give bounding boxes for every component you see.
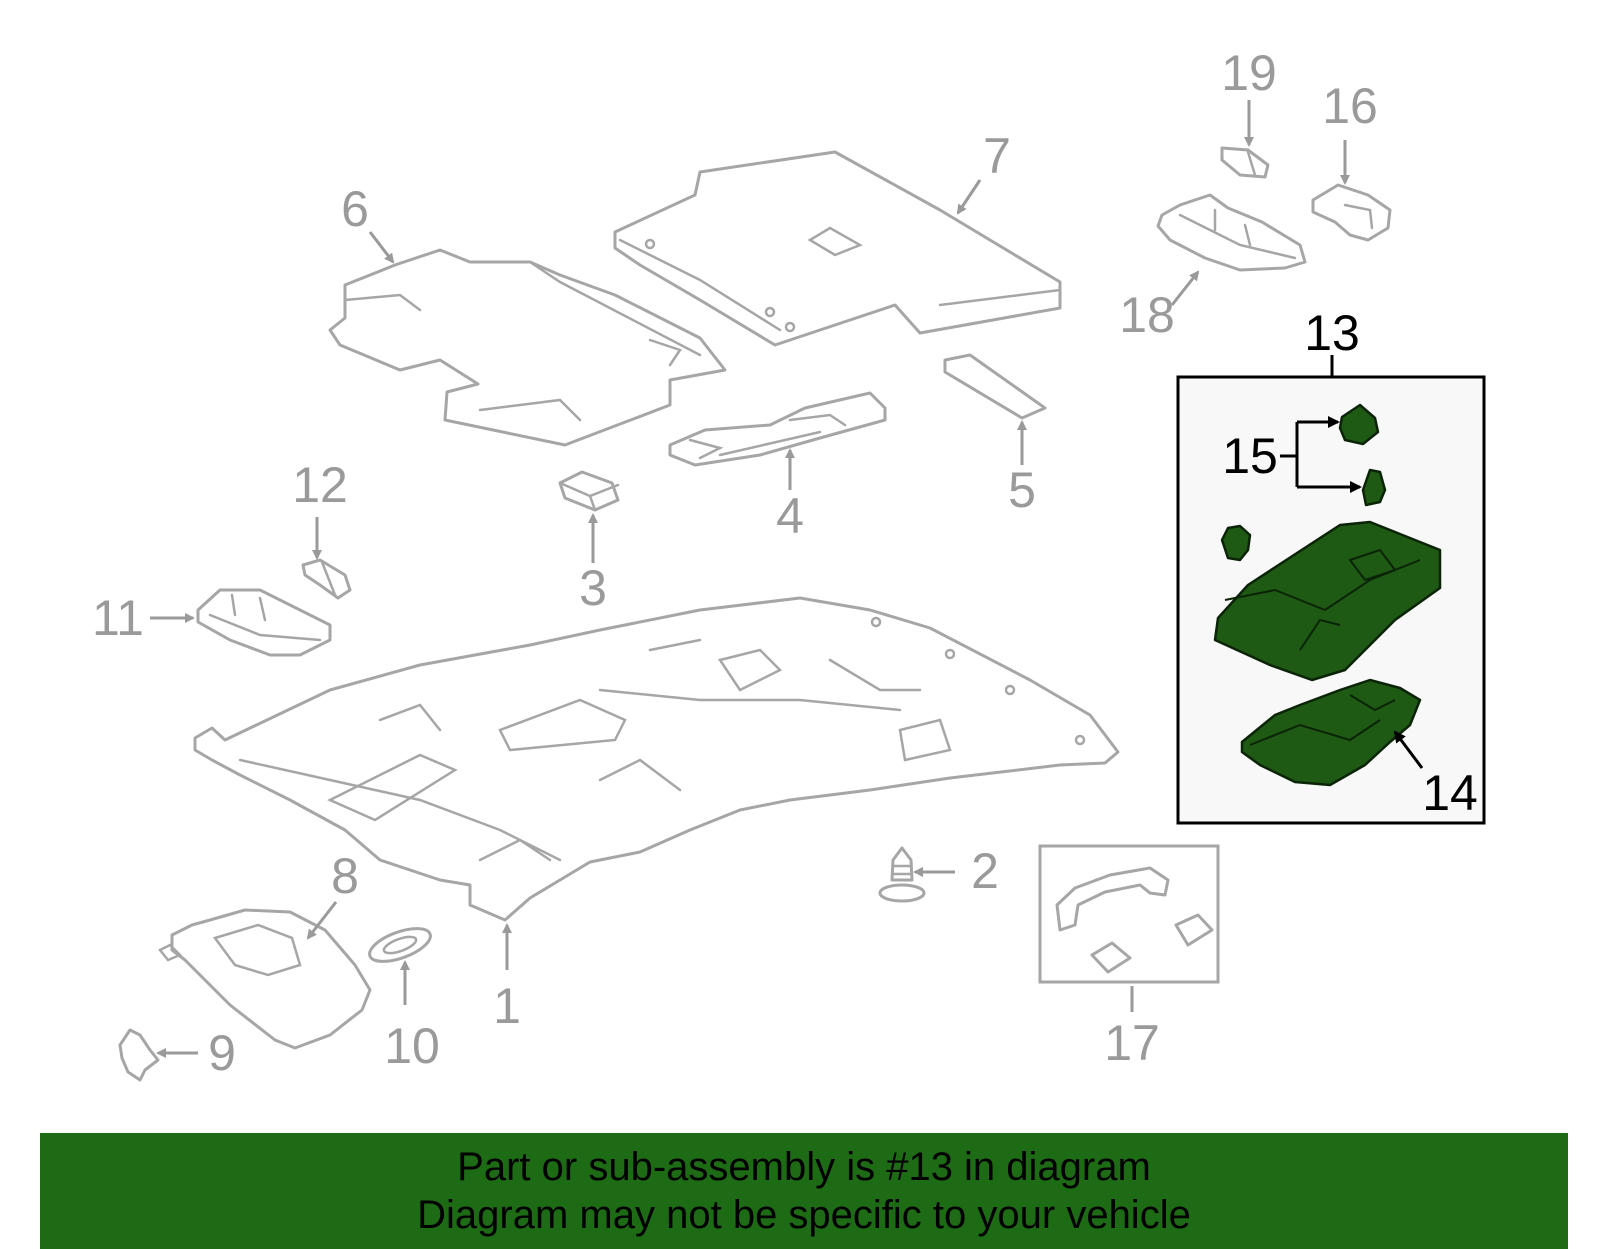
leader-lines — [150, 100, 1350, 1058]
lamp-housing-part-18 — [1156, 193, 1307, 272]
headliner-part-1 — [193, 596, 1120, 922]
callout-3: 3 — [579, 560, 607, 616]
callout-numbers: 1 2 3 4 5 6 7 8 9 10 11 12 13 14 15 16 1… — [92, 45, 1478, 1081]
holder-part-9 — [118, 1028, 160, 1082]
callout-10: 10 — [384, 1018, 440, 1074]
banner-line-2: Diagram may not be specific to your vehi… — [417, 1193, 1191, 1237]
callout-12: 12 — [292, 457, 348, 513]
sub-assembly-box-13 — [1176, 375, 1486, 825]
callout-5: 5 — [1008, 462, 1036, 518]
callout-7: 7 — [983, 128, 1011, 184]
mount-part-10 — [368, 927, 432, 963]
bulb-part-12 — [301, 558, 352, 600]
sun-visor-part-8 — [158, 908, 372, 1050]
callout-18: 18 — [1119, 287, 1175, 343]
callout-19: 19 — [1221, 45, 1277, 101]
callout-11: 11 — [92, 590, 144, 646]
block-part-3 — [558, 470, 620, 512]
callout-17: 17 — [1104, 1015, 1160, 1071]
bracket-part-4 — [668, 391, 887, 467]
roof-panel-part-6 — [328, 248, 727, 447]
clip-part-2 — [878, 846, 926, 903]
parts-diagram: 1 2 3 4 5 6 7 8 9 10 11 12 13 14 15 16 1… — [92, 45, 1486, 1082]
callout-14: 14 — [1422, 765, 1478, 821]
callout-2: 2 — [971, 843, 999, 899]
callout-1: 1 — [493, 978, 521, 1034]
banner-line-1: Part or sub-assembly is #13 in diagram — [457, 1145, 1151, 1189]
connector-part-16 — [1311, 183, 1392, 242]
assist-grip-kit-part-17 — [1038, 844, 1220, 984]
roof-panel-part-7 — [613, 150, 1062, 347]
strip-part-5 — [943, 353, 1047, 420]
assembly-leader-lines — [1280, 355, 1424, 769]
callout-13: 13 — [1304, 305, 1360, 361]
callout-8: 8 — [331, 848, 359, 904]
callout-6: 6 — [341, 181, 369, 237]
callout-4: 4 — [776, 488, 804, 544]
info-banner: Part or sub-assembly is #13 in diagram D… — [40, 1133, 1568, 1249]
callout-15: 15 — [1222, 428, 1278, 484]
bulb-part-19 — [1220, 146, 1270, 179]
callout-9: 9 — [208, 1025, 236, 1081]
callout-16: 16 — [1322, 78, 1378, 134]
lamp-part-11 — [196, 588, 332, 657]
